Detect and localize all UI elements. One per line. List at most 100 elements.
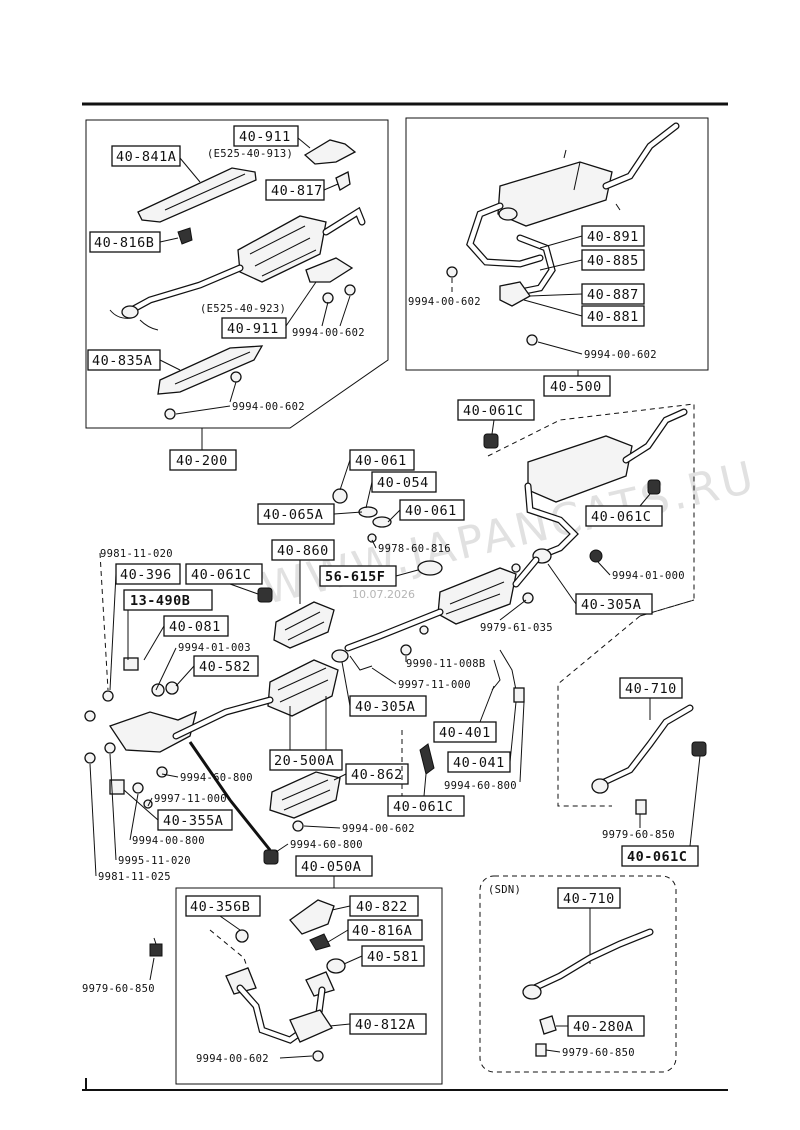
label-40-911-top: 40-911 <box>239 129 291 145</box>
label-40-061-a: 40-061 <box>355 453 407 469</box>
frame-40-200 <box>85 119 389 429</box>
label-40-835A: 40-835A <box>92 353 152 369</box>
hanger-40-061C-c <box>257 587 273 603</box>
label-40-710-a: 40-710 <box>625 681 677 697</box>
label-40-396: 40-396 <box>120 567 172 583</box>
label-9994-00-602-b: 9994-00-602 <box>232 401 305 413</box>
label-9997-11-000-b: 9997-11-000 <box>154 793 227 805</box>
label-40-841A: 40-841A <box>116 149 176 165</box>
label-9994-01-000: 9994-01-000 <box>612 570 685 582</box>
label-9990-11-008B: 9990-11-008B <box>406 658 485 670</box>
label-40-887: 40-887 <box>587 287 639 303</box>
label-40-081: 40-081 <box>169 619 221 635</box>
group-box-40-200 <box>169 449 237 471</box>
bracket-56-615F <box>417 560 443 576</box>
label-9994-60-800-a: 9994-60-800 <box>180 772 253 784</box>
label-9994-00-602-d: 9994-00-602 <box>584 349 657 361</box>
label-9995-11-020: 9995-11-020 <box>118 855 191 867</box>
heat-shield-40-862 <box>269 771 341 819</box>
label-40-061C-c: 40-061C <box>191 567 251 583</box>
label-sdn: (SDN) <box>488 884 521 896</box>
label-40-822: 40-822 <box>356 899 408 915</box>
label-9979-61-035: 9979-61-035 <box>480 622 553 634</box>
label-56-615F: 56-615F <box>325 569 385 585</box>
label-40-061-b: 40-061 <box>405 503 457 519</box>
hanger-40-061C-d <box>419 743 435 775</box>
label-40-280A: 40-280A <box>573 1019 633 1035</box>
heat-shield-40-822 <box>289 899 335 935</box>
label-9994-60-800-b: 9994-60-800 <box>444 780 517 792</box>
label-40-061C-b: 40-061C <box>591 509 651 525</box>
label-40-860: 40-860 <box>277 543 329 559</box>
label-40-305A-b: 40-305A <box>355 699 415 715</box>
catalyst-20-500A <box>267 659 339 717</box>
catalytic-converter-40-200 <box>237 215 327 283</box>
label-9979-60-850-b: 9979-60-850 <box>82 983 155 995</box>
label-40-881: 40-881 <box>587 309 639 325</box>
label-9978-60-816: 9978-60-816 <box>378 543 451 555</box>
label-9994-00-602-a: 9994-00-602 <box>292 327 365 339</box>
label-40-862: 40-862 <box>351 767 403 783</box>
hanger-40-061C-b <box>647 479 661 495</box>
label-40-356B: 40-356B <box>190 899 250 915</box>
heat-shield-40-860 <box>273 601 335 649</box>
label-40-816B: 40-816B <box>94 235 154 251</box>
label-40-891: 40-891 <box>587 229 639 245</box>
label-9994-00-602-c: 9994-00-602 <box>408 296 481 308</box>
heat-shield-40-841A <box>137 167 257 223</box>
heat-shield-40-812A <box>289 1009 333 1043</box>
heat-shield-40-911-bottom <box>305 257 354 283</box>
label-E525-40-913: (E525-40-913) <box>207 148 293 160</box>
label-40-061C-d: 40-061C <box>393 799 453 815</box>
label-40-355A: 40-355A <box>163 813 223 829</box>
frame-dashed-middle <box>487 403 695 807</box>
label-40-054: 40-054 <box>377 475 429 491</box>
label-9994-60-800-c: 9994-60-800 <box>290 839 363 851</box>
label-40-581: 40-581 <box>367 949 419 965</box>
oxygen-sensor-cable <box>188 741 272 851</box>
label-13-490B: 13-490B <box>130 593 190 609</box>
label-40-812A: 40-812A <box>355 1017 415 1033</box>
flange-40-887 <box>499 281 531 307</box>
label-9997-11-000-a: 9997-11-000 <box>398 679 471 691</box>
label-9994-01-003: 9994-01-003 <box>178 642 251 654</box>
label-40-582: 40-582 <box>199 659 251 675</box>
label-9981-11-020: 9981-11-020 <box>100 548 173 560</box>
label-40-911-bottom: 40-911 <box>227 321 279 337</box>
group-box-40-500 <box>543 375 611 397</box>
frame-40-500 <box>405 117 709 371</box>
hanger-40-061C-a <box>483 433 499 449</box>
heat-shield-40-911-top <box>303 139 357 165</box>
label-40-401: 40-401 <box>439 725 491 741</box>
label-40-710-b: 40-710 <box>563 891 615 907</box>
bracket-40-816A <box>309 933 331 951</box>
bracket-40-817 <box>335 171 351 191</box>
frame-40-050A <box>175 887 443 1085</box>
group-label-40-500: 40-500 <box>550 379 602 395</box>
label-9994-00-602-f: 9994-00-602 <box>196 1053 269 1065</box>
label-9994-00-800: 9994-00-800 <box>132 835 205 847</box>
label-40-050A: 40-050A <box>301 859 361 875</box>
label-20-500A: 20-500A <box>274 753 334 769</box>
label-40-061C-a: 40-061C <box>463 403 523 419</box>
label-40-817: 40-817 <box>271 183 323 199</box>
label-40-061C-e: 40-061C <box>627 849 687 865</box>
label-40-041: 40-041 <box>453 755 505 771</box>
pipe-40-710-a <box>596 704 694 788</box>
label-E525-40-923: (E525-40-923) <box>200 303 286 315</box>
label-40-885: 40-885 <box>587 253 639 269</box>
gasket-40-581 <box>326 958 346 974</box>
label-40-065A: 40-065A <box>263 507 323 523</box>
frame-sdn <box>479 875 677 1073</box>
catalytic-converter-middle <box>437 567 517 625</box>
label-9979-60-850-c: 9979-60-850 <box>562 1047 635 1059</box>
label-9994-00-602-e: 9994-00-602 <box>342 823 415 835</box>
label-40-305A-a: 40-305A <box>581 597 641 613</box>
label-9979-60-850-a: 9979-60-850 <box>602 829 675 841</box>
hanger-40-280A <box>539 1015 557 1035</box>
date-stamp: 10.07.2026 <box>352 588 415 601</box>
label-9981-11-025: 9981-11-025 <box>98 871 171 883</box>
group-label-40-200: 40-200 <box>176 453 228 469</box>
